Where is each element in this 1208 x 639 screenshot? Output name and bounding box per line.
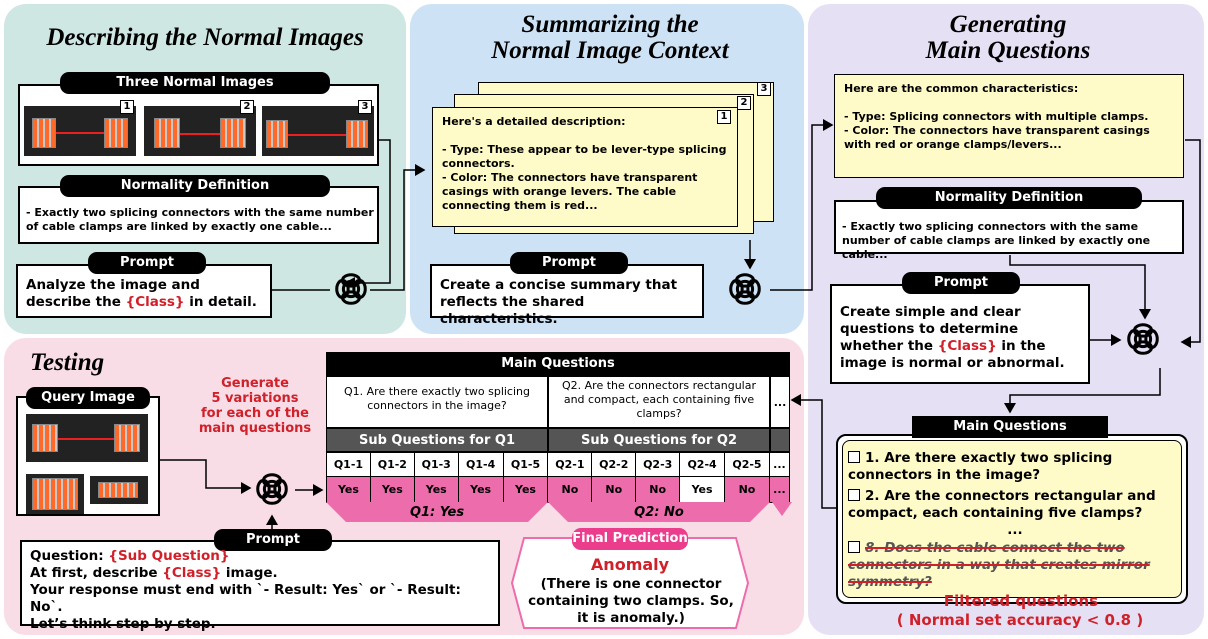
sub-id: Q1-2 [369, 452, 415, 477]
summary-doc-1 [432, 107, 738, 227]
describe-prompt-text: Analyze the image and describe the {Clas… [26, 277, 257, 310]
testing-title: Testing [30, 349, 105, 376]
image-number-3: 3 [358, 100, 372, 114]
checkbox-icon [848, 541, 860, 553]
llm-icon-summarize [729, 273, 761, 305]
generate-prompt-label: Prompt [902, 272, 1020, 294]
describe-normality-text: - Exactly two splicing connectors with t… [26, 206, 374, 233]
final-prediction-reason: (There is one connector containing two c… [528, 576, 734, 626]
sub-questions-table: Q1-1 Q1-2 Q1-3 Q1-4 Q1-5 Q2-1 Q2-2 Q2-3 … [326, 452, 791, 503]
sub-id: Q2-3 [635, 452, 681, 477]
query-image-label: Query Image [26, 387, 150, 409]
sub-q1-header: Sub Questions for Q1 [326, 428, 548, 452]
describe-title: Describing the Normal Images [46, 24, 364, 51]
normal-image-2 [144, 106, 256, 156]
main-question-1: 1. Are there exactly two splicing connec… [848, 450, 1113, 483]
main-questions-label: Main Questions [912, 416, 1108, 438]
testing-prompt-label: Prompt [214, 529, 332, 551]
sub-id: Q1-3 [413, 452, 459, 477]
generate-normality-text: - Exactly two splicing connectors with t… [842, 220, 1151, 261]
test-q2: Q2. Are the connectors rectangular and c… [548, 376, 770, 428]
common-characteristics-text: Here are the common characteristics: - T… [844, 82, 1150, 151]
query-image-crop-2 [90, 476, 148, 504]
answer-row: Yes Yes Yes Yes Yes No No No Yes No ... [326, 476, 791, 503]
summarize-prompt-text: Create a concise summary that reflects t… [440, 277, 678, 327]
describe-normality-label: Normality Definition [60, 175, 330, 197]
sub-id: Q1-1 [326, 452, 371, 477]
test-mq-header: Main Questions [326, 352, 790, 376]
checkbox-icon [848, 489, 860, 501]
sub-q2-header: Sub Questions for Q2 [548, 428, 770, 452]
filtered-question: 8. Does the cable connect the two connec… [848, 540, 1150, 590]
test-q-more: ... [770, 376, 790, 428]
generate-title-line1: Generating [949, 11, 1067, 38]
generate-prompt-text: Create simple and clear questions to det… [840, 304, 1065, 371]
generate-normality-box [834, 200, 1184, 254]
sub-more-header [770, 428, 790, 452]
query-image [26, 414, 148, 462]
answer-cell: Yes [502, 476, 549, 503]
generate-normality-label: Normality Definition [876, 187, 1142, 209]
final-prediction-shape [510, 537, 750, 629]
llm-icon-describe [335, 273, 367, 305]
llm-icon-testing [256, 473, 288, 505]
llm-icon-generate [1127, 323, 1159, 355]
normal-images-label: Three Normal Images [60, 72, 330, 94]
doc-number-2: 2 [737, 96, 751, 110]
answer-cell: No [591, 476, 637, 503]
test-q1: Q1. Are there exactly two splicing conne… [326, 376, 548, 428]
normal-image-1 [24, 106, 136, 156]
sub-id: Q2-4 [679, 452, 726, 477]
sub-id-row: Q1-1 Q1-2 Q1-3 Q1-4 Q1-5 Q2-1 Q2-2 Q2-3 … [326, 452, 791, 477]
q1-result: Q1: Yes [409, 505, 465, 520]
summary-doc-text: Here's a detailed description: - Type: T… [442, 115, 727, 212]
answer-cell: Yes [326, 476, 371, 503]
sub-id: Q1-5 [502, 452, 549, 477]
generate-variations-note: Generate 5 variations for each of the ma… [198, 376, 312, 436]
common-characteristics-note [834, 74, 1184, 178]
answer-cell: Yes [457, 476, 504, 503]
summarize-title-line1: Summarizing the [521, 11, 699, 38]
answer-cell: No [547, 476, 593, 503]
sub-id: ... [768, 452, 791, 477]
filtered-criterion: ( Normal set accuracy < 0.8 ) [896, 611, 1144, 629]
final-prediction-value: Anomaly [590, 555, 670, 574]
summarize-title-line2: Normal Image Context [491, 37, 729, 64]
final-prediction-label: Final Prediction [572, 528, 688, 550]
query-image-crop-1 [26, 474, 84, 514]
answer-cell: No [635, 476, 681, 503]
result-arrows [326, 502, 792, 522]
image-number-2: 2 [240, 100, 254, 114]
sub-id: Q2-5 [724, 452, 770, 477]
question-ellipsis: ... [1007, 522, 1023, 538]
checkbox-icon [848, 451, 860, 463]
main-questions-inner [842, 440, 1182, 598]
filtered-label: Filtered questions [943, 592, 1099, 610]
generate-title-line2: Main Questions [925, 37, 1091, 64]
testing-prompt-text: Question: {Sub Question} At first, descr… [30, 548, 461, 632]
normal-image-3 [262, 106, 374, 156]
sub-id: Q1-4 [457, 452, 504, 477]
main-question-2: 2. Are the connectors rectangular and co… [848, 488, 1156, 521]
answer-cell: Yes [369, 476, 415, 503]
summarize-prompt-label: Prompt [510, 252, 628, 274]
answer-cell: ... [768, 476, 791, 503]
doc-number-1: 1 [717, 110, 731, 124]
generate-prompt-bubble [830, 284, 1090, 384]
sub-id: Q2-1 [547, 452, 593, 477]
q2-result: Q2: No [634, 505, 684, 520]
image-number-1: 1 [120, 100, 134, 114]
answer-cell: Yes [679, 476, 726, 503]
doc-number-3: 3 [757, 82, 771, 96]
answer-cell: Yes [413, 476, 459, 503]
describe-prompt-label: Prompt [88, 252, 206, 274]
sub-id: Q2-2 [591, 452, 637, 477]
answer-cell: No [724, 476, 770, 503]
